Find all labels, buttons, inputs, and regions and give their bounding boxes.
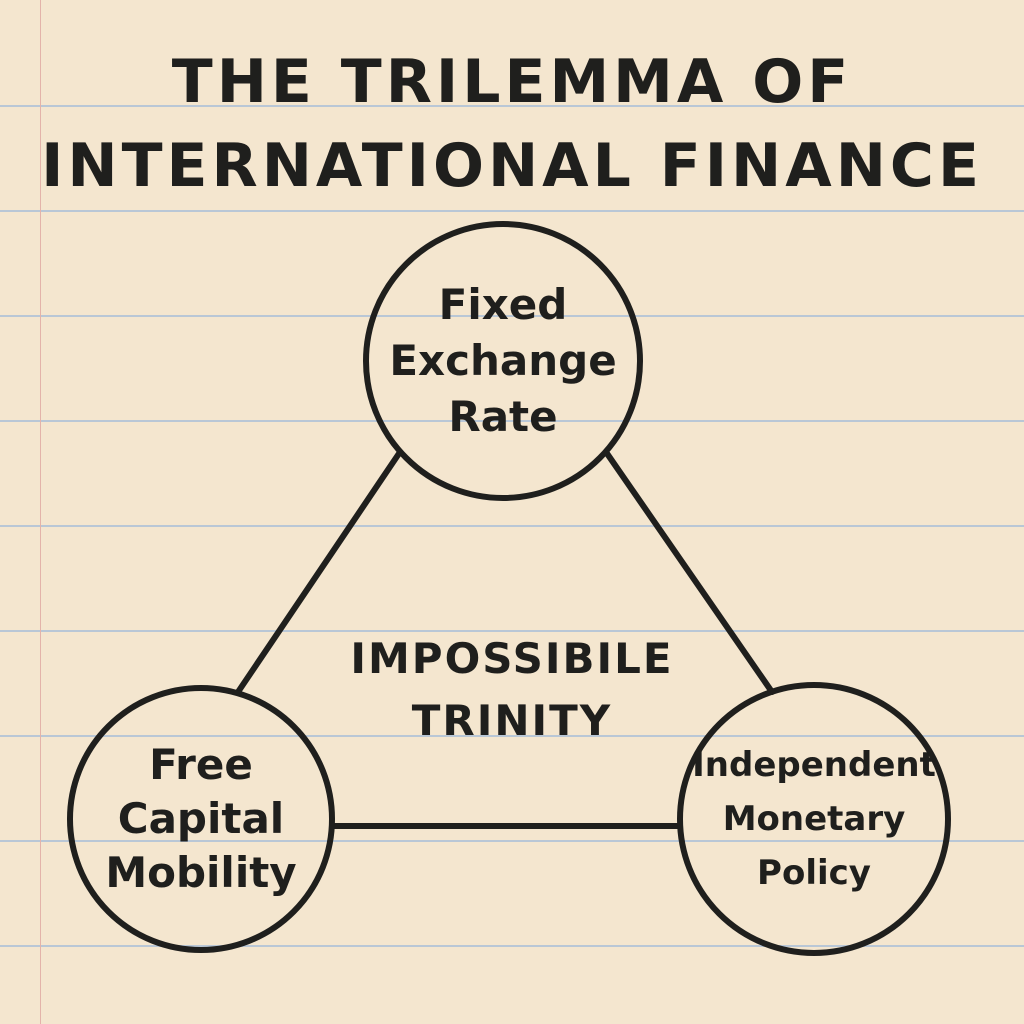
node-top-line-2: Exchange [389, 336, 617, 385]
node-right-line-3: Policy [757, 853, 871, 893]
node-free-capital-mobility: Free Capital Mobility [70, 688, 332, 950]
center-line-2: TRINITY [411, 696, 613, 745]
edge-top-left [235, 449, 403, 695]
node-fixed-exchange-rate: Fixed Exchange Rate [364, 228, 642, 494]
node-top-line-1: Fixed [438, 280, 568, 329]
paper-margin-line [40, 0, 41, 1024]
node-right-line-2: Monetary [722, 799, 906, 839]
edge-top-right [603, 449, 775, 695]
node-circle-left [67, 685, 335, 953]
node-left-line-1: Free [149, 740, 253, 789]
node-circle-right [677, 682, 951, 956]
title-line-2: INTERNATIONAL FINANCE [41, 131, 983, 201]
node-independent-monetary-policy: Independent Monetary Policy [680, 688, 948, 950]
node-right-line-1: Independent [692, 745, 936, 785]
node-circle-top [363, 221, 643, 501]
center-line-1: IMPOSSIBILE [350, 634, 674, 683]
title-line-1: THE TRILEMMA OF [171, 47, 853, 117]
center-label-impossible-trinity: IMPOSSIBILE TRINITY [300, 628, 724, 752]
node-top-line-3: Rate [448, 392, 558, 441]
diagram-title: THE TRILEMMA OF INTERNATIONAL FINANCE [40, 40, 984, 208]
node-left-line-2: Capital [117, 794, 285, 843]
node-left-line-3: Mobility [105, 848, 297, 897]
